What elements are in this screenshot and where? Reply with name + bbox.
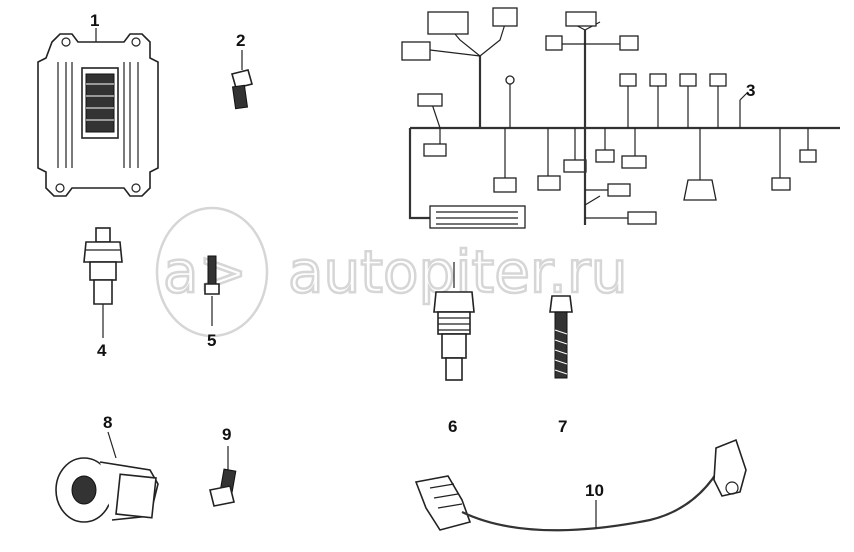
part-10-crank-sensor <box>414 438 747 532</box>
part-1-ecu <box>37 28 159 197</box>
watermark-logo-ring <box>155 206 269 338</box>
callout-8: 8 <box>103 413 112 432</box>
watermark-logo: a> <box>163 238 247 306</box>
part-6-temp-sensor <box>433 262 475 381</box>
part-2-bolt <box>231 50 253 110</box>
part-8-knock-sensor <box>55 431 159 523</box>
callout-10: 10 <box>585 481 604 500</box>
part-3-harness <box>401 7 840 229</box>
callout-3: 3 <box>746 81 755 100</box>
part-9-bolt <box>209 446 237 507</box>
part-5-bolt <box>204 255 220 326</box>
callout-7: 7 <box>558 417 567 436</box>
callout-4: 4 <box>97 341 107 360</box>
callout-5: 5 <box>207 331 216 350</box>
callout-9: 9 <box>222 425 231 444</box>
callout-6: 6 <box>448 417 457 436</box>
part-4-pressure-sensor <box>83 227 123 338</box>
part-7-long-bolt <box>549 295 573 379</box>
callout-2: 2 <box>236 31 245 50</box>
callout-1: 1 <box>90 11 99 30</box>
